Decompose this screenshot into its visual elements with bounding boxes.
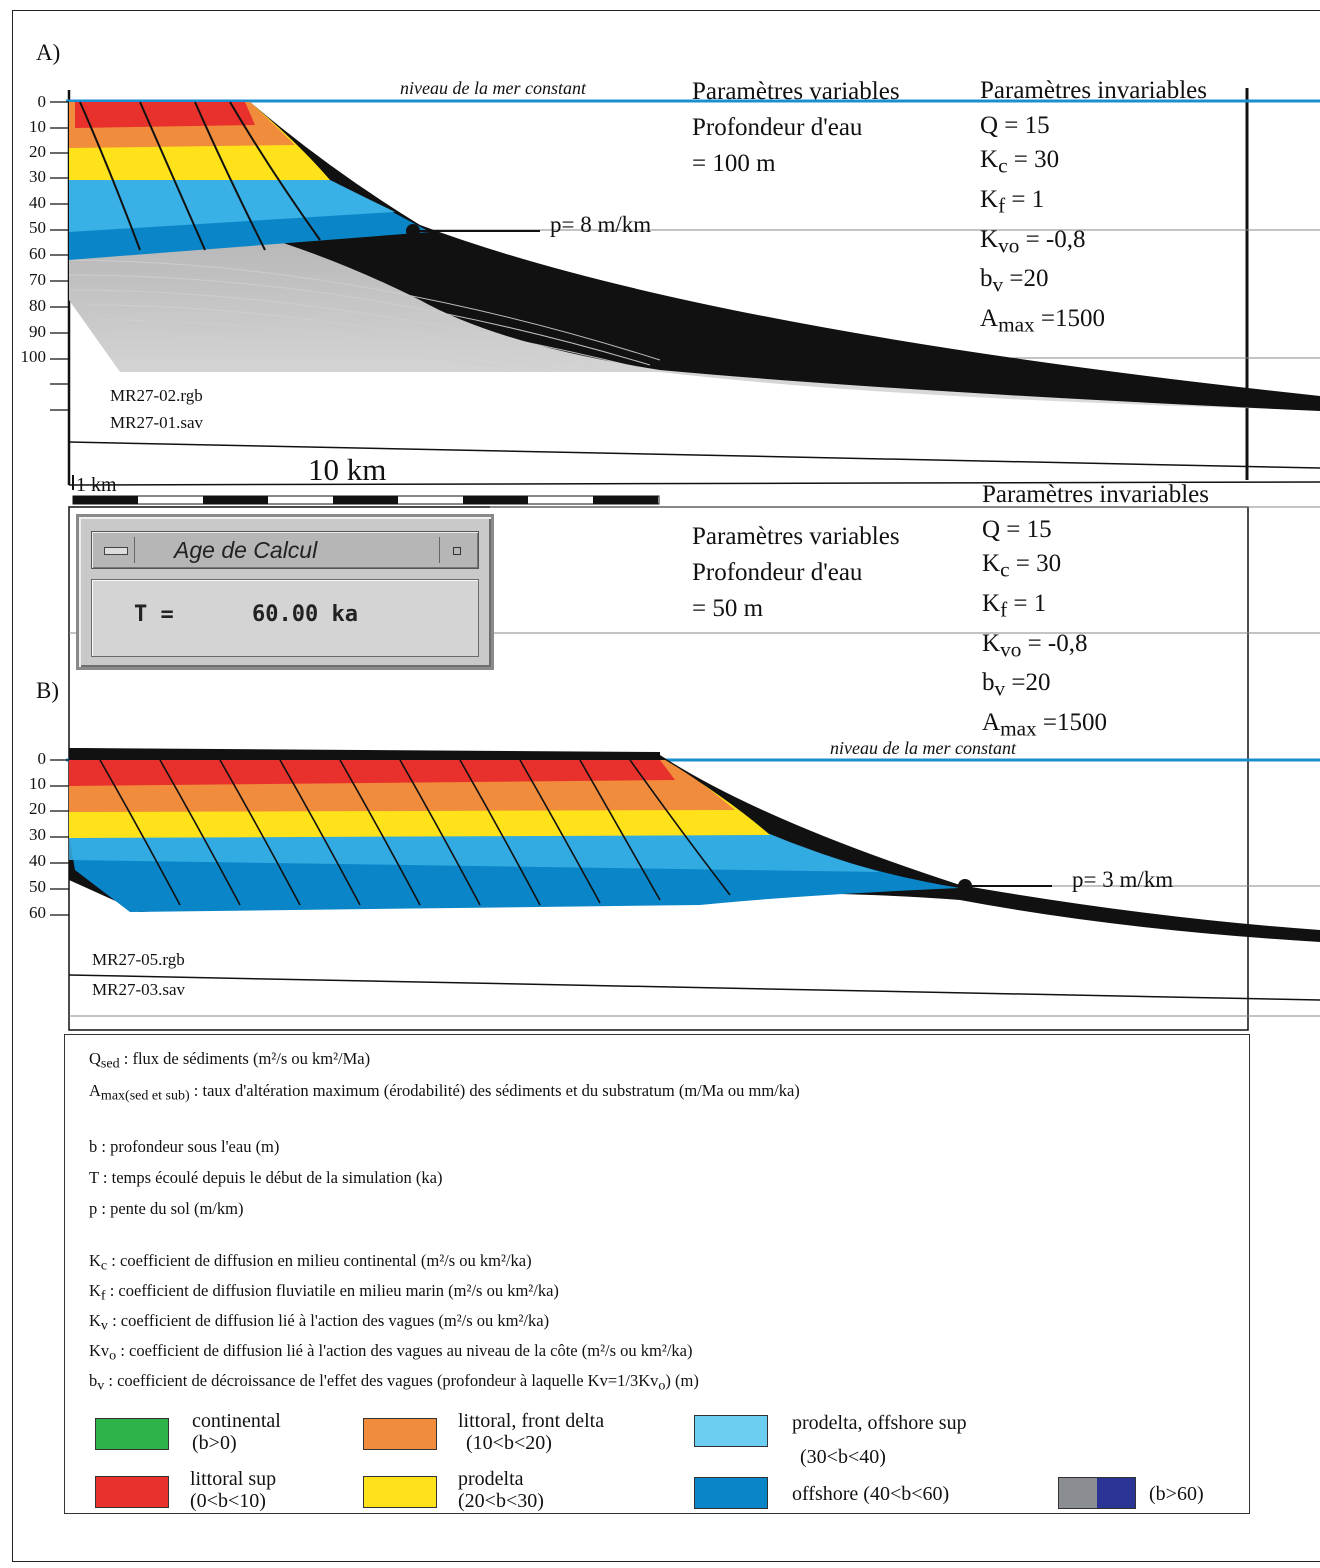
depth-tick: 50 bbox=[29, 218, 46, 237]
legend-class-prodelta-offshore-sup: prodelta, offshore sup(30<b<40) bbox=[792, 1412, 967, 1468]
panel-b-slope-label: p= 3 m/km bbox=[1072, 867, 1174, 892]
invariable-title: Paramètres invariables bbox=[982, 481, 1209, 508]
variable-line: = 100 m bbox=[692, 150, 776, 177]
panel-b-file-rgb: MR27-05.rgb bbox=[92, 950, 185, 969]
param-kf: Kf = 1 bbox=[982, 589, 1047, 622]
depth-tick: 70 bbox=[29, 270, 46, 289]
param-bv: bv =20 bbox=[982, 669, 1051, 701]
panel-b-file-sav: MR27-03.sav bbox=[92, 980, 186, 999]
param-q: Q = 15 bbox=[982, 515, 1052, 543]
panel-b-variable-params: Paramètres variables Profondeur d'eau = … bbox=[692, 519, 900, 627]
legend-amax: Amax(sed et sub) : taux d'altération max… bbox=[89, 1081, 800, 1104]
window-menu-button[interactable] bbox=[98, 537, 135, 563]
legend-class-continental: continental(b>0) bbox=[192, 1410, 281, 1454]
legend-class-littoral-front-delta: littoral, front delta(10<b<20) bbox=[458, 1410, 605, 1454]
legend-t: T : temps écoulé depuis le début de la s… bbox=[89, 1168, 443, 1187]
param-bv: bv =20 bbox=[980, 265, 1049, 297]
panel-a-slope-label: p= 8 m/km bbox=[550, 212, 652, 237]
depth-tick: 20 bbox=[29, 142, 46, 161]
param-amax: Amax =1500 bbox=[980, 305, 1106, 337]
variable-title: Paramètres variables bbox=[692, 78, 900, 105]
depth-tick: 40 bbox=[29, 851, 46, 870]
variable-title: Paramètres variables bbox=[692, 523, 900, 550]
panel-b-sea-level-note: niveau de la mer constant bbox=[830, 738, 1016, 758]
param-q: Q = 15 bbox=[980, 111, 1050, 139]
swatch-prodelta-offshore-sup bbox=[694, 1415, 768, 1447]
figure-frame bbox=[12, 10, 1320, 1562]
depth-tick: 40 bbox=[29, 193, 46, 212]
legend-b: b : profondeur sous l'eau (m) bbox=[89, 1137, 280, 1156]
param-kc: Kc = 30 bbox=[980, 146, 1060, 178]
scale-1km: 1 km bbox=[76, 474, 117, 496]
variable-line: Profondeur d'eau bbox=[692, 559, 863, 586]
param-kvo: Kvo = -0,8 bbox=[980, 225, 1086, 257]
minimize-icon bbox=[104, 547, 128, 555]
legend-p: p : pente du sol (m/km) bbox=[89, 1199, 244, 1218]
panel-a-file-sav: MR27-01.sav bbox=[110, 413, 204, 432]
depth-tick: 100 bbox=[20, 347, 47, 366]
legend-qsed: Qsed : flux de sédiments (m²/s ou km²/Ma… bbox=[89, 1049, 371, 1072]
swatch-littoral-sup bbox=[95, 1476, 169, 1508]
depth-tick: 90 bbox=[29, 322, 46, 341]
depth-tick: 30 bbox=[29, 167, 46, 186]
legend-kvo: Kvo : coefficient de diffusion lié à l'a… bbox=[89, 1341, 693, 1364]
dialog-titlebar[interactable]: Age de Calcul bbox=[91, 531, 479, 569]
param-kc: Kc = 30 bbox=[982, 550, 1062, 582]
depth-tick: 0 bbox=[37, 749, 47, 768]
dialog-body: T = 60.00 ka bbox=[91, 579, 479, 657]
swatch-continental bbox=[95, 1418, 169, 1450]
legend-kf: Kf : coefficient de diffusion fluviatile… bbox=[89, 1281, 559, 1304]
swatch-prodelta bbox=[363, 1476, 437, 1508]
depth-tick: 10 bbox=[29, 774, 46, 793]
legend-class-prodelta: prodelta(20<b<30) bbox=[458, 1468, 544, 1512]
panel-b-label: B) bbox=[36, 678, 59, 703]
depth-tick: 60 bbox=[29, 244, 46, 263]
depth-tick: 60 bbox=[29, 903, 46, 922]
legend-box bbox=[64, 1034, 1250, 1514]
panel-b-section bbox=[50, 506, 1320, 1031]
legend-bv: bv : coefficient de décroissance de l'ef… bbox=[89, 1371, 699, 1394]
swatch-littoral-front-delta bbox=[363, 1418, 437, 1450]
panel-b-invariable-params: Paramètres invariables Q = 15 Kc = 30 Kf… bbox=[982, 478, 1209, 746]
variable-line: Profondeur d'eau bbox=[692, 114, 863, 141]
depth-tick: 10 bbox=[29, 117, 46, 136]
panel-a-file-rgb: MR27-02.rgb bbox=[110, 386, 203, 405]
panel-a-label: A) bbox=[36, 40, 61, 65]
panel-a-sea-level-note: niveau de la mer constant bbox=[400, 78, 586, 98]
legend-kc: Kc : coefficient de diffusion en milieu … bbox=[89, 1251, 532, 1274]
param-amax: Amax =1500 bbox=[982, 709, 1108, 741]
param-kvo: Kvo = -0,8 bbox=[982, 629, 1088, 661]
variable-line: = 50 m bbox=[692, 595, 764, 622]
age-dialog: Age de Calcul T = 60.00 ka bbox=[76, 514, 494, 670]
param-kf: Kf = 1 bbox=[980, 185, 1045, 218]
depth-tick: 80 bbox=[29, 296, 46, 315]
swatch-deep bbox=[1058, 1477, 1136, 1509]
depth-tick: 30 bbox=[29, 825, 46, 844]
maximize-button[interactable] bbox=[439, 537, 474, 563]
swatch-offshore bbox=[694, 1477, 768, 1509]
t-value: 60.00 ka bbox=[252, 602, 358, 627]
depth-tick: 20 bbox=[29, 799, 46, 818]
invariable-title: Paramètres invariables bbox=[980, 77, 1207, 104]
t-label: T = bbox=[134, 602, 174, 627]
legend-class-offshore: offshore (40<b<60) bbox=[792, 1483, 950, 1505]
dialog-title: Age de Calcul bbox=[174, 537, 318, 563]
scale-10km: 10 km bbox=[308, 452, 387, 487]
panel-a-section bbox=[50, 88, 1320, 505]
panel-a-invariable-params: Paramètres invariables Q = 15 Kc = 30 Kf… bbox=[980, 74, 1207, 342]
legend-kv: Kv : coefficient de diffusion lié à l'ac… bbox=[89, 1311, 550, 1334]
maximize-icon bbox=[453, 547, 461, 555]
legend-class-deep: (b>60) bbox=[1149, 1483, 1204, 1505]
depth-tick: 50 bbox=[29, 877, 46, 896]
depth-tick: 0 bbox=[37, 92, 47, 111]
panel-a-variable-params: Paramètres variables Profondeur d'eau = … bbox=[692, 74, 900, 182]
legend-class-littoral-sup: littoral sup(0<b<10) bbox=[190, 1468, 277, 1512]
